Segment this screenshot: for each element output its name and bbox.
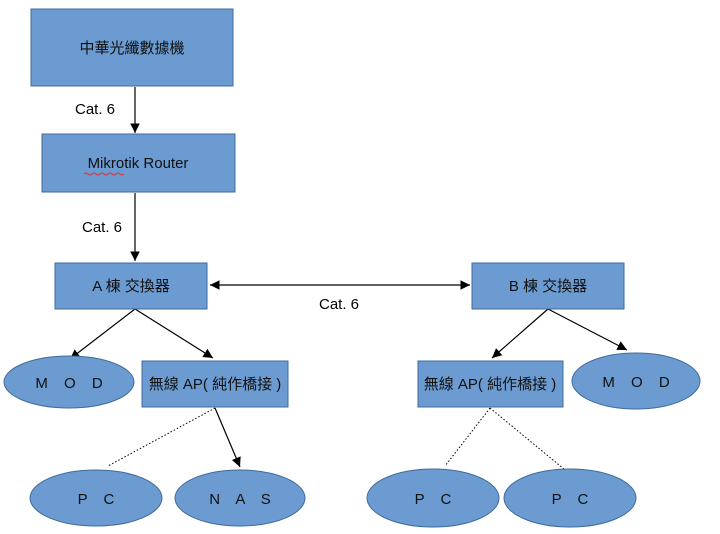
node-pc-b1: P C (366, 468, 500, 528)
node-pc-a: P C (29, 469, 163, 527)
edge-label-router-switch-a: Cat. 6 (82, 219, 122, 236)
edge-ap-a-to-nas (214, 407, 241, 468)
edge-ap-b-to-pc2 (489, 407, 571, 475)
edge-switch-b-to-mod (547, 308, 628, 351)
edge-switch-a-to-ap (134, 308, 214, 359)
node-nas-a: N A S (174, 469, 306, 527)
node-ap-b: 無線 AP( 純作橋接 ) (417, 360, 564, 408)
spellcheck-underline (83, 172, 125, 176)
node-pc-a-label: P C (78, 491, 121, 508)
node-switch-a: A 棟 交換器 (54, 262, 208, 310)
edge-label-switch-a-switch-b: Cat. 6 (319, 296, 359, 313)
node-mod-b: M O D (571, 352, 701, 410)
node-router-label: Mikrotik Router (88, 155, 189, 172)
edge-switch-b-to-ap (491, 308, 549, 359)
node-pc-b2: P C (503, 468, 637, 528)
node-switch-b: B 棟 交換器 (471, 262, 625, 310)
node-isp-modem: 中華光纖數據機 (30, 8, 234, 87)
edge-ap-a-to-pc (107, 407, 216, 467)
node-ap-a-label: 無線 AP( 純作橋接 ) (149, 376, 282, 393)
node-mod-a: M O D (3, 355, 135, 409)
node-mod-a-label: M O D (35, 375, 108, 392)
node-nas-a-label: N A S (209, 491, 277, 508)
edge-ap-b-to-pc1 (444, 407, 491, 467)
node-switch-a-label: A 棟 交換器 (92, 277, 170, 295)
node-isp-modem-label: 中華光纖數據機 (79, 40, 184, 57)
node-ap-a: 無線 AP( 純作橋接 ) (141, 360, 289, 408)
node-switch-b-label: B 棟 交換器 (509, 277, 587, 295)
edge-label-isp-router: Cat. 6 (75, 101, 115, 118)
node-pc-b1-label: P C (415, 491, 458, 508)
node-mod-b-label: M O D (602, 374, 675, 391)
node-ap-b-label: 無線 AP( 純作橋接 ) (424, 376, 557, 393)
node-pc-b2-label: P C (552, 491, 595, 508)
node-router: Mikrotik Router (41, 133, 236, 193)
edge-switch-a-to-mod (69, 308, 136, 360)
